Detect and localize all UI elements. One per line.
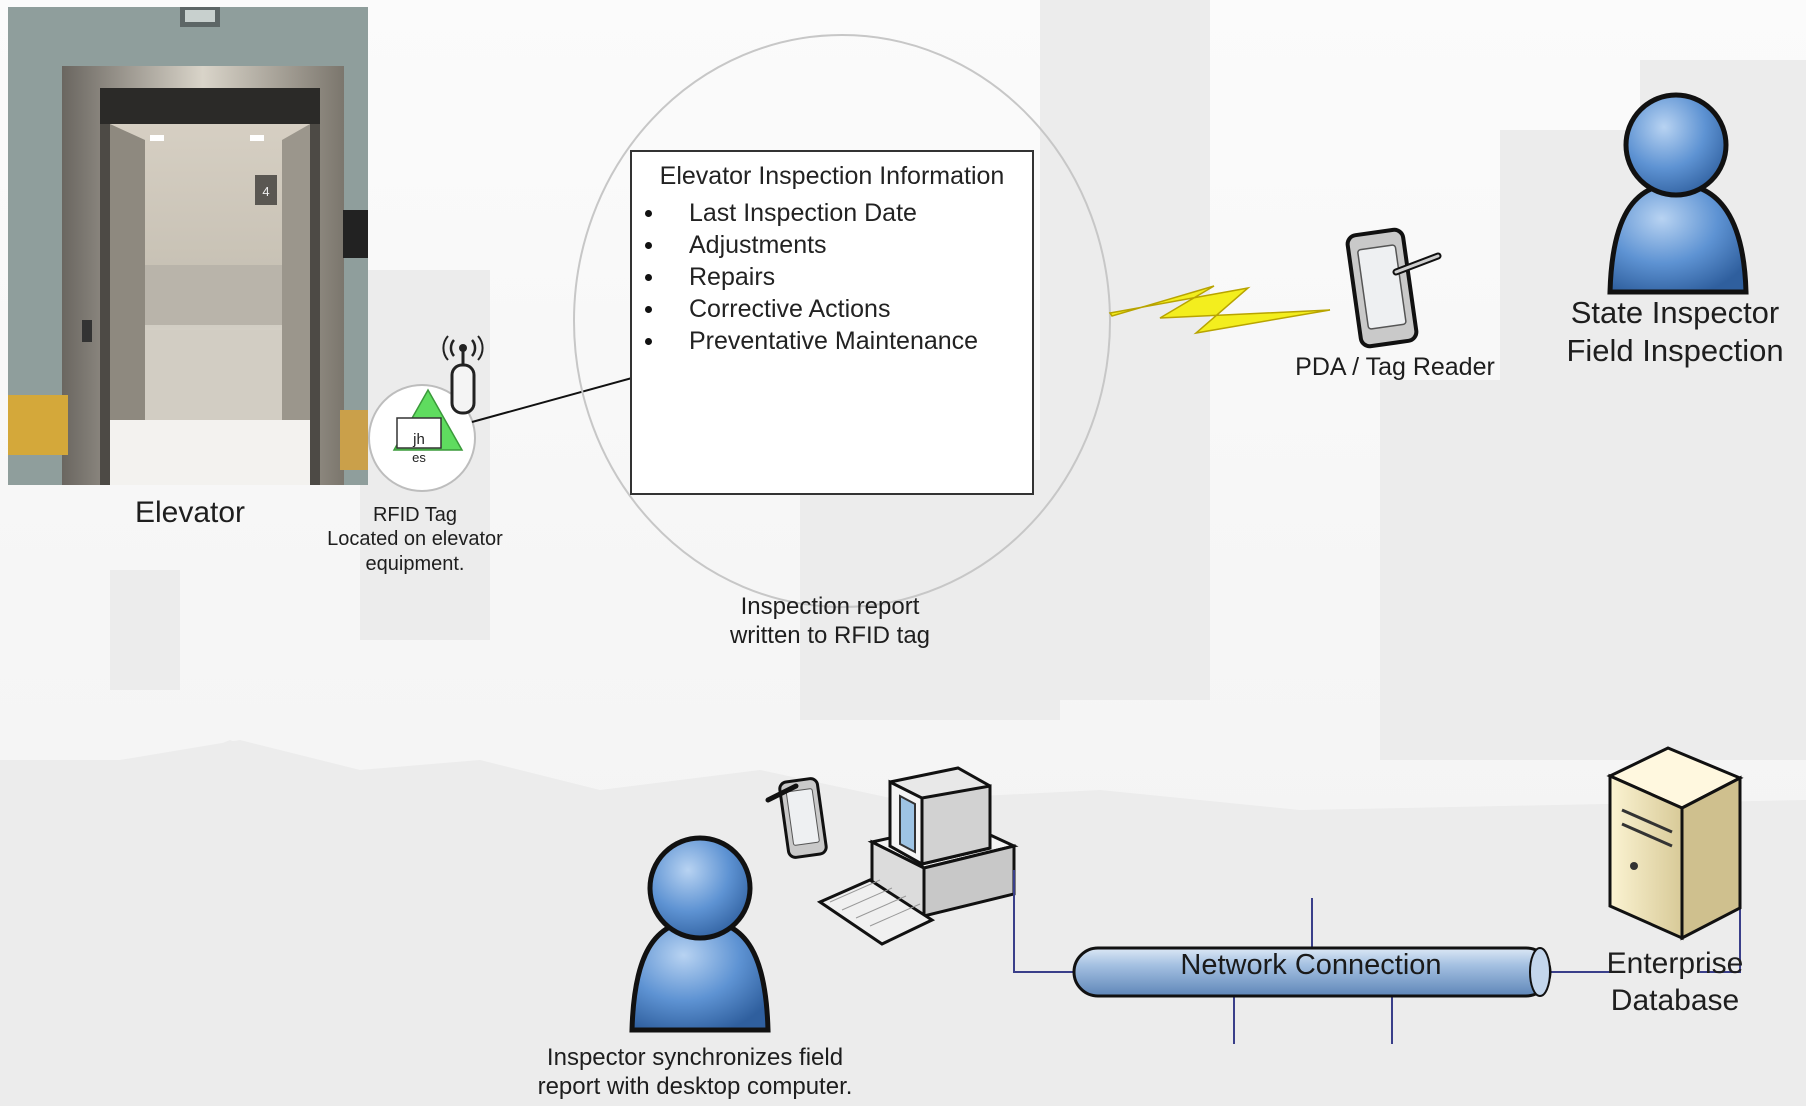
inspection-info-box: Elevator Inspection Information Last Ins… — [630, 150, 1034, 495]
antenna-icon — [442, 335, 484, 415]
inspection-report-line-1: Inspection report — [740, 593, 920, 620]
state-inspector-line-2: Field Inspection — [1566, 332, 1784, 368]
tag-text-2: es — [412, 450, 426, 465]
enterprise-database-server-icon — [1606, 746, 1744, 941]
sync-label-line-1: Inspector synchronizes field — [546, 1044, 844, 1071]
sync-inspector-person-icon — [629, 835, 771, 1033]
magnify-circle — [573, 34, 1111, 608]
enterprise-database-line-2: Database — [1610, 983, 1740, 1017]
elevator-label: Elevator — [134, 496, 246, 529]
network-connection-pipe — [1072, 946, 1552, 998]
pda-tag-reader-icon — [1345, 227, 1442, 349]
list-item: Adjustments — [632, 229, 1032, 261]
inspection-report-label: Inspection report written to RFID tag — [690, 592, 970, 651]
list-item: Repairs — [632, 261, 1032, 293]
enterprise-database-line-1: Enterprise — [1606, 947, 1744, 980]
state-inspector-person-icon — [1607, 92, 1749, 295]
list-item: Last Inspection Date — [632, 197, 1032, 229]
desktop-computer-icon — [816, 766, 1019, 946]
list-item: Corrective Actions — [632, 293, 1032, 325]
rfid-tag-label-line-2: Located on elevator — [327, 528, 503, 551]
sync-label: Inspector synchronizes field report with… — [510, 1043, 880, 1102]
rfid-tag-label-line-3: equipment. — [365, 552, 465, 575]
rfid-tag: jh es — [368, 335, 484, 492]
sync-label-line-2: report with desktop computer. — [537, 1073, 853, 1101]
info-box-title: Elevator Inspection Information — [659, 162, 1005, 190]
enterprise-database-label: Enterprise Database — [1580, 946, 1770, 1019]
elevator-photo: 4 — [8, 7, 368, 485]
state-inspector-line-1: State Inspector — [1570, 295, 1780, 330]
tag-text-1: jh — [412, 431, 425, 448]
state-inspector-label: State Inspector Field Inspection — [1540, 294, 1806, 370]
rfid-tag-label: RFID Tag Located on elevator equipment. — [300, 503, 530, 576]
inspection-report-line-2: written to RFID tag — [729, 622, 931, 650]
rfid-tag-label-line-1: RFID Tag — [372, 504, 458, 526]
info-list: Last Inspection Date Adjustments Repairs… — [632, 197, 1032, 357]
network-connection-label: Network Connection — [1180, 949, 1442, 981]
small-pda-icon — [765, 777, 828, 859]
lightning-bolt-icon — [1108, 285, 1331, 335]
list-item: Preventative Maintenance — [632, 325, 1032, 357]
pda-tag-reader-label: PDA / Tag Reader — [1295, 353, 1495, 381]
tag-connector-line — [471, 377, 633, 423]
floor-sign-text: 4 — [262, 184, 269, 199]
